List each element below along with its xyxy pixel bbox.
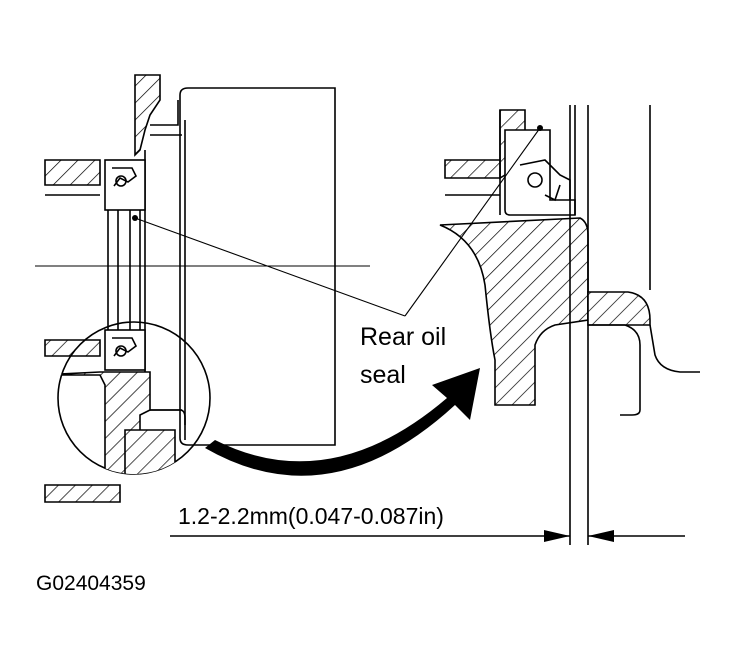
figure-id: G02404359 bbox=[36, 572, 146, 595]
crankshaft-flange bbox=[179, 87, 336, 446]
lower-left-bar bbox=[44, 484, 121, 503]
dimension-text: 1.2-2.2mm(0.047-0.087in) bbox=[178, 503, 444, 529]
callout-line-2: seal bbox=[360, 361, 406, 389]
right-flywheel bbox=[587, 291, 651, 326]
mid-left-bar bbox=[44, 339, 101, 357]
callout-line-1: Rear oil bbox=[360, 323, 446, 351]
dimension-arrow-right bbox=[588, 530, 614, 542]
right-detail bbox=[439, 105, 700, 545]
right-seal bbox=[504, 129, 576, 216]
dimension-arrow-left bbox=[544, 530, 570, 542]
upper-left-bar bbox=[44, 159, 101, 186]
left-assembly bbox=[35, 74, 370, 503]
curved-arrow bbox=[205, 368, 480, 476]
upper-housing-wall bbox=[134, 74, 161, 157]
callout-leaders bbox=[134, 127, 541, 317]
dimension-group bbox=[170, 530, 685, 542]
